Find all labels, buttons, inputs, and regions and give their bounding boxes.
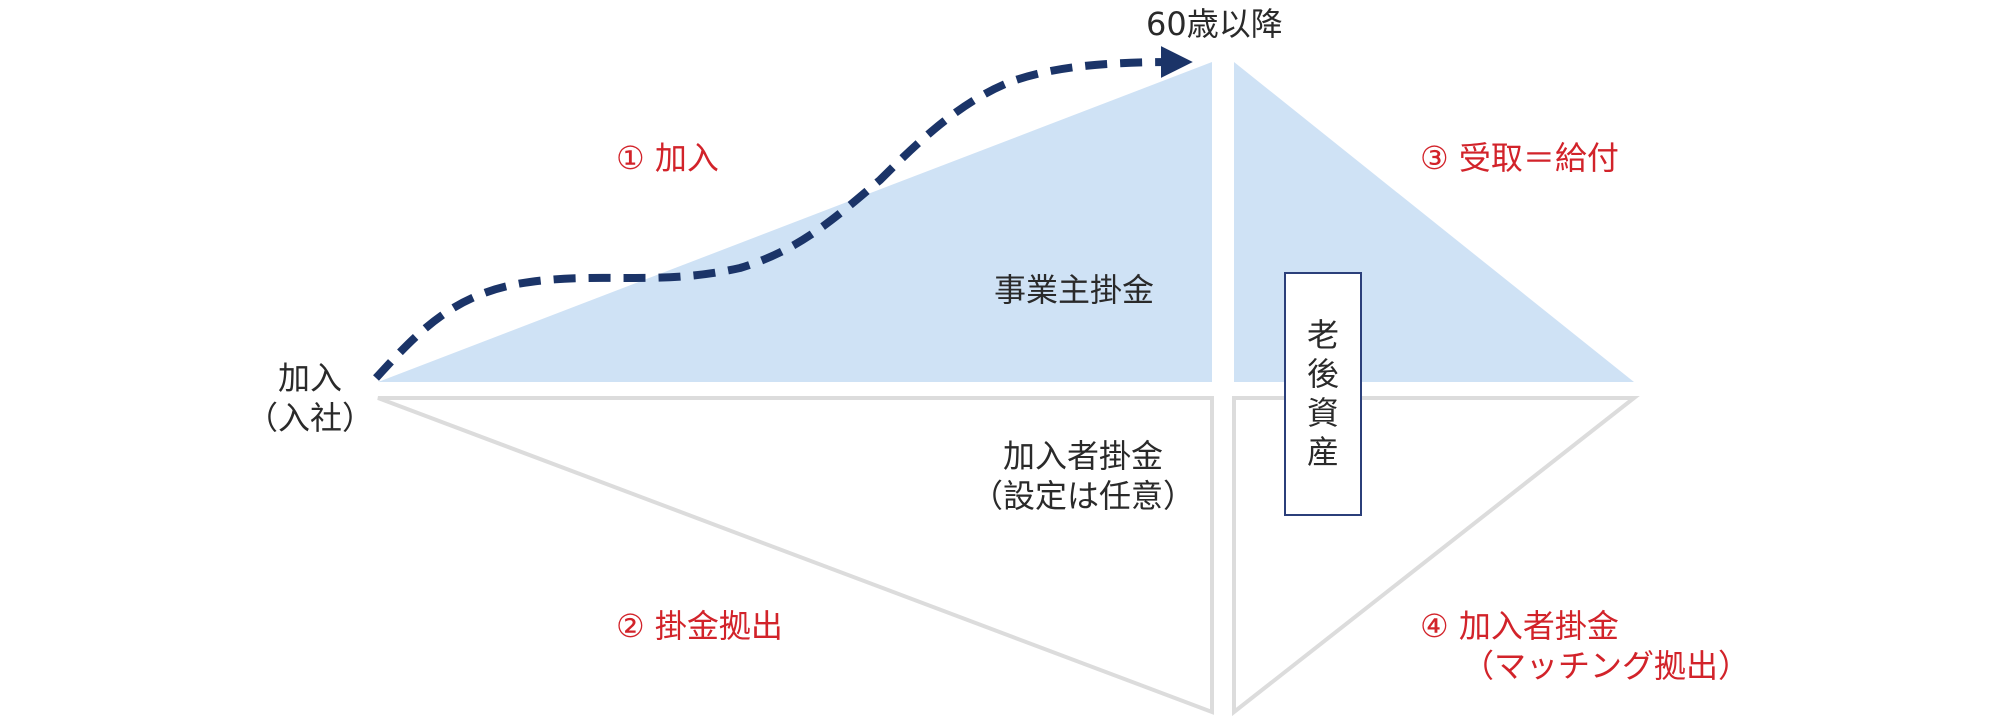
member-contribution-label: 加入者掛金 （設定は任意） bbox=[970, 436, 1196, 516]
retirement-assets-box: 老 後 資 産 bbox=[1284, 272, 1362, 516]
join-start-line1: 加入 bbox=[277, 359, 342, 397]
employer-contribution-area bbox=[378, 62, 1212, 382]
phase3-label: ③ 受取＝給付 bbox=[1420, 139, 1619, 177]
phase4-line1: ④ 加入者掛金 bbox=[1420, 607, 1619, 645]
phase4-label: ④ 加入者掛金 （マッチング拠出） bbox=[1420, 606, 1750, 686]
join-start-line2: （入社） bbox=[246, 399, 375, 437]
phase1-label: ① 加入 bbox=[616, 139, 719, 177]
employer-contribution-label: 事業主掛金 bbox=[994, 271, 1155, 309]
age-60-label: 60歳以降 bbox=[1146, 5, 1283, 43]
member-contribution-line2: （設定は任意） bbox=[970, 477, 1195, 515]
join-start-label: 加入 （入社） bbox=[246, 358, 374, 438]
retirement-assets-label: 老 後 資 産 bbox=[1306, 316, 1339, 471]
phase2-label: ② 掛金拠出 bbox=[616, 607, 783, 645]
growth-arrow bbox=[373, 46, 1193, 381]
phase4-line2: （マッチング拠出） bbox=[1462, 647, 1751, 685]
member-contribution-line1: 加入者掛金 bbox=[1002, 437, 1163, 475]
member-contribution-area bbox=[377, 396, 1214, 715]
matching-contribution-area bbox=[1232, 396, 1640, 717]
